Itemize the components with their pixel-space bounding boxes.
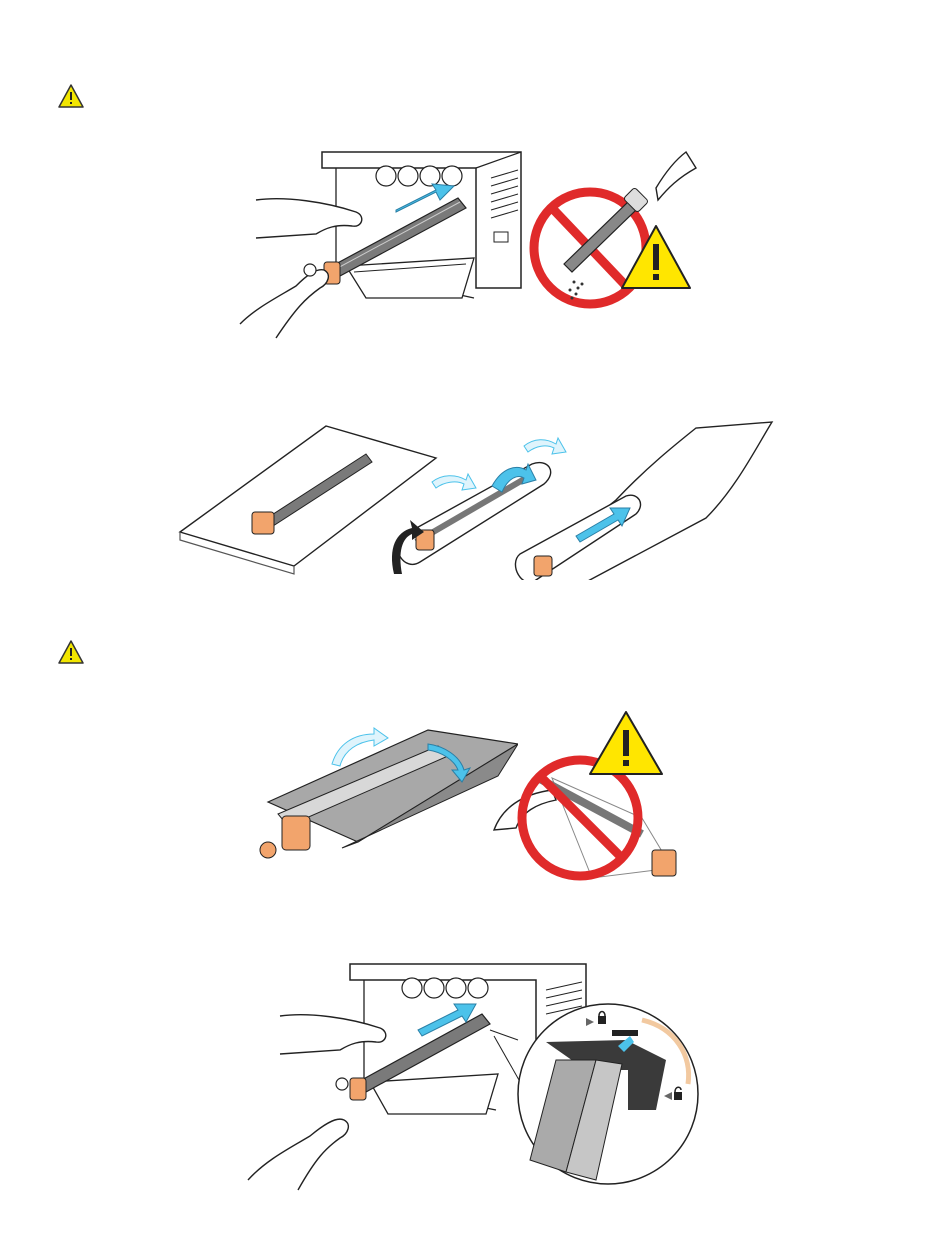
lock-lever	[612, 1030, 638, 1036]
wrap-drum-illustration	[176, 408, 776, 580]
do-not-touch-illustration	[492, 708, 702, 898]
insert-drum-illustration	[246, 960, 706, 1192]
warning-triangle-icon	[58, 84, 84, 108]
do-not-tilt-illustration	[528, 148, 698, 316]
remove-drum-illustration	[236, 148, 526, 340]
warning-triangle-icon	[58, 640, 84, 664]
warning-icon	[590, 712, 662, 774]
remove-sheet-illustration	[248, 716, 518, 876]
